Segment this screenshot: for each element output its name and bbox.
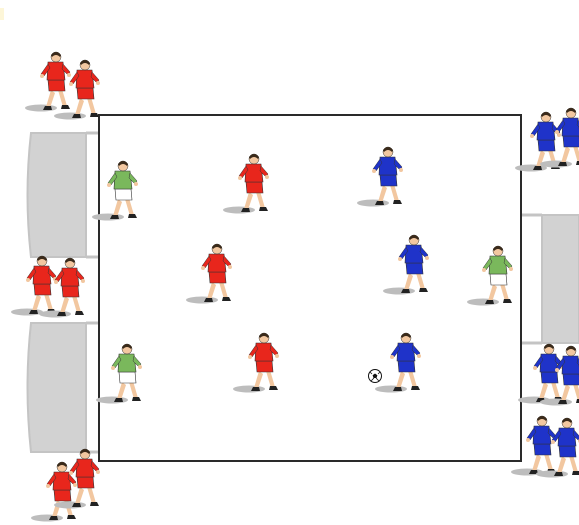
blue-waiting-player xyxy=(518,344,564,404)
red-waiting-player xyxy=(25,52,71,112)
pitch-boundary xyxy=(99,115,521,461)
soccer-ball-icon xyxy=(369,370,382,383)
red-waiting-player xyxy=(11,256,57,316)
goal-left-bottom xyxy=(28,323,100,452)
goal-right xyxy=(522,215,579,343)
goal-left-top xyxy=(28,133,100,257)
